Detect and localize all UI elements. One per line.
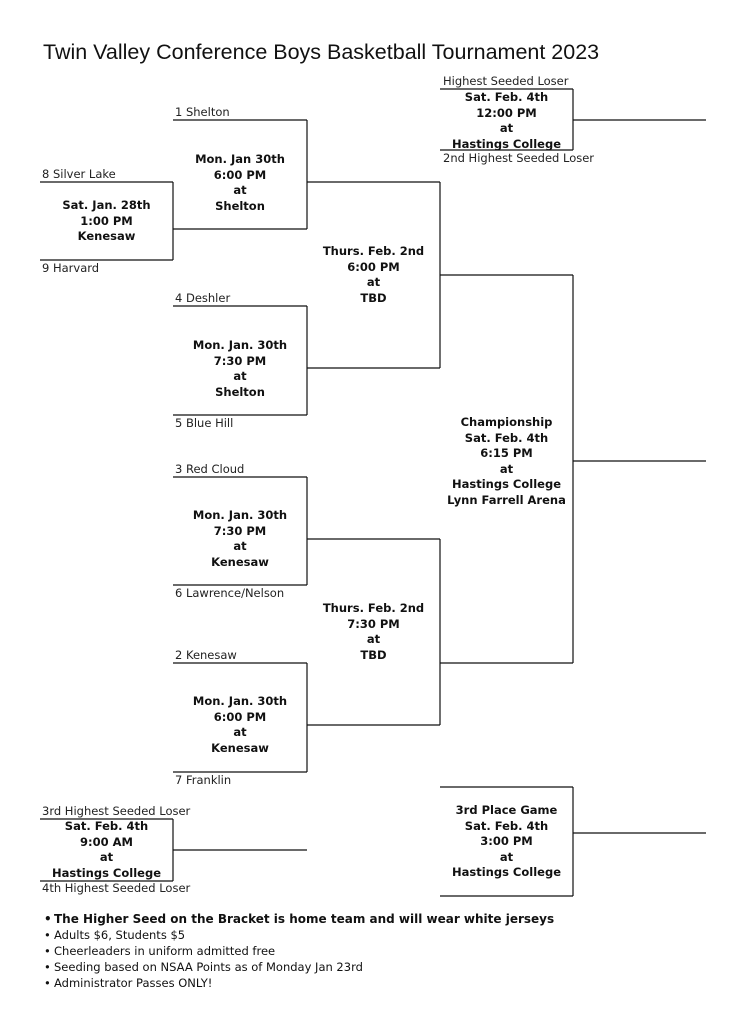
- game-line: at: [499, 121, 514, 135]
- game-line: Kenesaw: [211, 740, 269, 755]
- game-line: TBD: [360, 290, 387, 305]
- game-line: Mon. Jan. 30th: [192, 338, 288, 352]
- game-line: Sat. Feb. 4th: [464, 818, 549, 833]
- game-line: 6:00 PM: [213, 709, 267, 724]
- game-line: Hastings College: [452, 136, 561, 151]
- game-play-in: Sat. Jan. 28th 1:00 PM Kenesaw: [40, 198, 173, 245]
- game-line: 7:30 PM: [347, 616, 400, 631]
- game-line: Sat. Jan. 28th: [62, 198, 151, 212]
- game-line: 7:30 PM: [213, 523, 267, 538]
- game-line: at: [233, 725, 247, 739]
- game-line: Hastings College: [452, 477, 561, 491]
- bullet-icon: •: [44, 960, 51, 974]
- game-sf1: Thurs. Feb. 2nd 6:00 PM at TBD: [307, 244, 440, 306]
- game-line: Kenesaw: [211, 554, 269, 569]
- game-line: Sat. Feb. 4th: [464, 90, 549, 104]
- team-8-silver-lake: 8 Silver Lake: [42, 167, 116, 181]
- game-line: Hastings College: [52, 865, 161, 880]
- bullet-icon: •: [44, 976, 51, 990]
- game-line: 7:30 PM: [213, 353, 267, 368]
- game-championship: Championship Sat. Feb. 4th 6:15 PM at Ha…: [430, 415, 583, 508]
- game-line: 6:00 PM: [213, 167, 267, 182]
- team-2-kenesaw: 2 Kenesaw: [175, 648, 237, 662]
- game-line: at: [233, 183, 247, 197]
- bullet-icon: •: [44, 912, 52, 926]
- game-line: Thurs. Feb. 2nd: [322, 244, 425, 258]
- game-line: Mon. Jan 30th: [195, 152, 285, 166]
- game-line: Mon. Jan. 30th: [192, 508, 288, 522]
- note-item: •The Higher Seed on the Bracket is home …: [44, 912, 555, 926]
- fourth-highest-seeded-loser: 4th Highest Seeded Loser: [42, 881, 191, 895]
- game-third-place: 3rd Place Game Sat. Feb. 4th 3:00 PM at …: [440, 803, 573, 881]
- game-line: Lynn Farrell Arena: [447, 492, 566, 507]
- game-line: at: [233, 369, 247, 383]
- team-6-lawrence-nelson: 6 Lawrence/Nelson: [175, 586, 285, 600]
- game-line: at: [499, 849, 514, 864]
- game-consolation-bottom: Sat. Feb. 4th 9:00 AM at Hastings Colleg…: [40, 819, 173, 881]
- second-highest-seeded-loser: 2nd Highest Seeded Loser: [443, 151, 595, 165]
- bullet-icon: •: [44, 928, 51, 942]
- team-4-deshler: 4 Deshler: [175, 291, 231, 305]
- game-qf4: Mon. Jan. 30th 6:00 PM at Kenesaw: [173, 694, 307, 756]
- game-line: Kenesaw: [77, 229, 136, 243]
- game-line: 6:00 PM: [347, 259, 400, 274]
- team-9-harvard: 9 Harvard: [42, 261, 100, 275]
- game-qf1: Mon. Jan 30th 6:00 PM at Shelton: [173, 152, 307, 214]
- game-line: Hastings College: [452, 865, 561, 879]
- team-3-red-cloud: 3 Red Cloud: [175, 462, 245, 476]
- note-item: •Cheerleaders in uniform admitted free: [44, 944, 276, 958]
- game-line: Mon. Jan. 30th: [192, 694, 288, 708]
- game-line: 9:00 AM: [80, 834, 133, 849]
- game-line: at: [99, 850, 114, 864]
- game-sf2: Thurs. Feb. 2nd 7:30 PM at TBD: [307, 601, 440, 663]
- game-line: at: [233, 539, 247, 553]
- game-line: Shelton: [215, 198, 265, 213]
- third-highest-seeded-loser: 3rd Highest Seeded Loser: [42, 804, 191, 818]
- game-line: at: [366, 632, 381, 646]
- team-1-shelton: 1 Shelton: [175, 105, 230, 119]
- game-line: at: [366, 275, 381, 289]
- notes-list: •The Higher Seed on the Bracket is home …: [44, 911, 554, 991]
- game-line: TBD: [360, 647, 387, 662]
- game-line: 3:00 PM: [480, 834, 533, 848]
- game-qf2: Mon. Jan. 30th 7:30 PM at Shelton: [173, 338, 307, 400]
- highest-seeded-loser: Highest Seeded Loser: [443, 74, 569, 88]
- note-item: •Seeding based on NSAA Points as of Mond…: [44, 960, 363, 974]
- team-5-blue-hill: 5 Blue Hill: [175, 416, 234, 430]
- game-consolation-top: Sat. Feb. 4th 12:00 PM at Hastings Colle…: [440, 90, 573, 152]
- game-line: 3rd Place Game: [455, 803, 558, 817]
- game-line: 12:00 PM: [476, 105, 537, 120]
- game-line: Sat. Feb. 4th: [64, 819, 149, 833]
- game-line: 1:00 PM: [80, 213, 133, 228]
- game-line: Shelton: [215, 384, 265, 399]
- game-line: Sat. Feb. 4th: [464, 430, 549, 445]
- game-line: Championship: [460, 415, 553, 429]
- game-qf3: Mon. Jan. 30th 7:30 PM at Kenesaw: [173, 508, 307, 570]
- bullet-icon: •: [44, 944, 51, 958]
- page-title: Twin Valley Conference Boys Basketball T…: [43, 40, 600, 64]
- team-7-franklin: 7 Franklin: [175, 773, 232, 787]
- game-line: 6:15 PM: [480, 446, 533, 460]
- game-line: Thurs. Feb. 2nd: [322, 601, 425, 615]
- note-item: •Administrator Passes ONLY!: [44, 976, 213, 990]
- game-line: at: [499, 461, 514, 476]
- note-item: •Adults $6, Students $5: [44, 928, 186, 942]
